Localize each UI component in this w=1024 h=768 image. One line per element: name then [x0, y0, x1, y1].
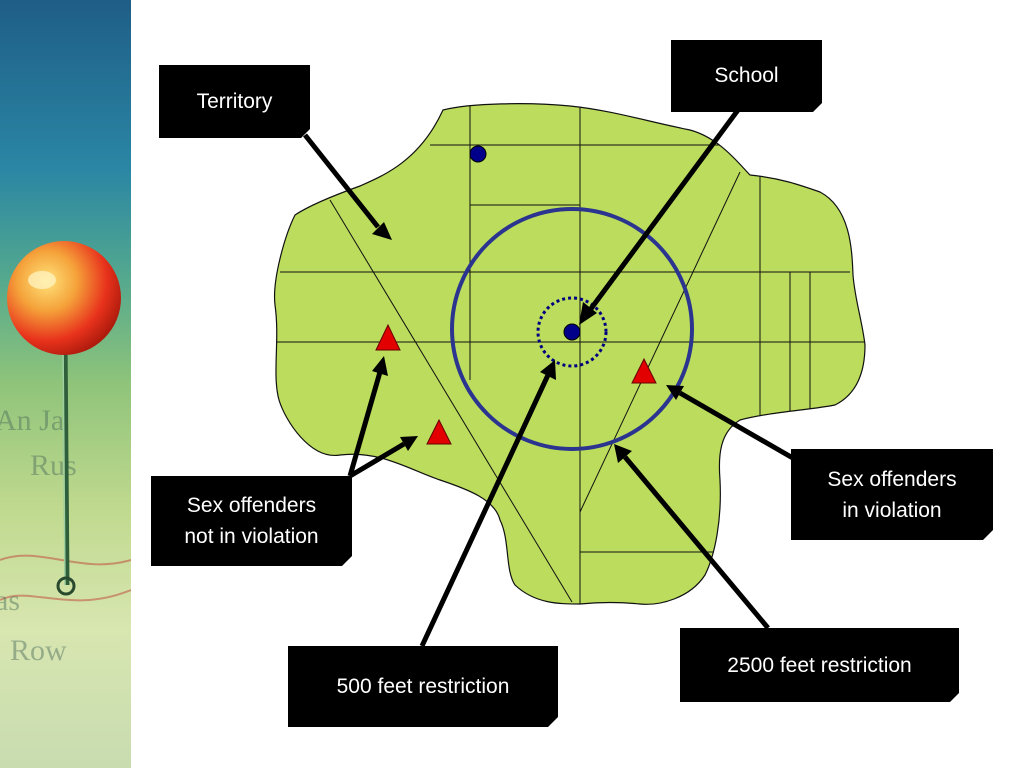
restriction-500-label: 500 feet restriction [288, 646, 558, 727]
restriction-2500-arrow-head [614, 444, 632, 463]
svg-text:An Ja: An Ja [0, 404, 64, 437]
street-grid [274, 103, 865, 605]
violation-arrow-head [666, 385, 684, 400]
point-marker [469, 145, 487, 163]
map-pin-icon: An Ja Rus as Row [0, 241, 131, 667]
offender-arrow-1 [347, 371, 383, 477]
school-arrow-head [579, 302, 597, 325]
offenders-in-violation-label-text: Sex offenders in violation [827, 467, 957, 522]
offender-marker-not-in-violation [426, 418, 452, 445]
svg-text:Row: Row [10, 634, 67, 667]
territory-label-text: Territory [196, 90, 273, 113]
offenders-in-violation-label: Sex offenders in violation [791, 449, 993, 540]
restriction-2500-label-text: 2500 feet restriction [727, 653, 912, 677]
school-label-text: School [714, 64, 779, 87]
school-label: School [671, 40, 822, 112]
territory-arrow [303, 133, 380, 229]
school-arrow [587, 108, 741, 312]
offenders-not-in-violation-label-text: Sex offenders not in violation [184, 494, 319, 548]
territory-area [273, 103, 866, 605]
offenders-not-in-violation-label: Sex offenders not in violation [151, 476, 352, 566]
svg-text:as: as [0, 584, 20, 617]
arrows [303, 108, 800, 648]
restriction-500-arrow [419, 373, 551, 648]
offender-marker-not-in-violation [375, 323, 401, 351]
restriction-500-arrow-head [540, 360, 556, 380]
school-marker [563, 323, 581, 341]
restriction-500-circle [536, 296, 608, 368]
offender-arrow-1-head [372, 356, 388, 376]
offender-arrow-2 [348, 441, 406, 479]
restriction-2500-arrow [623, 455, 770, 630]
offender-marker-in-violation [631, 357, 657, 384]
restriction-2500-circle [450, 207, 694, 451]
restriction-2500-label: 2500 feet restriction [680, 628, 959, 702]
decorative-map-sidebar: An Ja Rus as Row [0, 0, 131, 768]
svg-text:Rus: Rus [30, 449, 77, 482]
territory-label: Territory [159, 65, 310, 138]
violation-arrow [678, 390, 800, 464]
restriction-500-label-text: 500 feet restriction [336, 675, 510, 698]
territory-arrow-head [372, 222, 392, 240]
offender-arrow-2-head [400, 436, 418, 451]
